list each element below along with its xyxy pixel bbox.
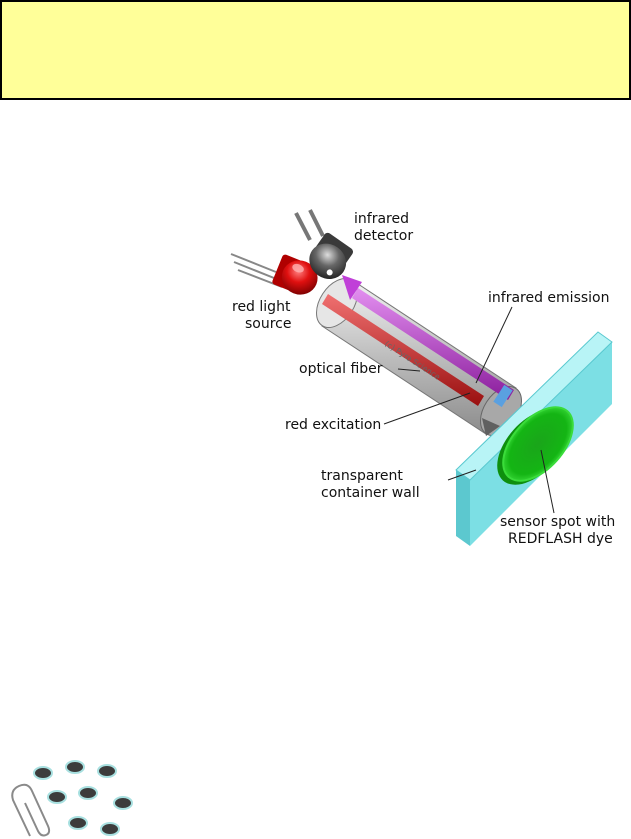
red-beam-icon — [322, 294, 500, 436]
container-wall-label-line2: container wall — [321, 485, 420, 501]
infrared-detector-label-line1: infrared — [354, 211, 409, 227]
sensor-spots-icon — [33, 760, 133, 836]
red-excitation-label: red excitation — [285, 417, 382, 433]
sensor-spot-icon — [497, 406, 574, 485]
container-wall-label-line1: transparent — [321, 468, 403, 484]
header-banner — [0, 0, 631, 100]
sensor-spot-label-line2: REDFLASH dye — [508, 531, 613, 547]
optical-fiber-label: optical fiber — [299, 361, 383, 377]
infrared-detector-icon — [294, 209, 354, 279]
sensor-spot-label-line1: sensor spot with — [500, 514, 616, 530]
leader-lines — [383, 306, 555, 514]
infrared-emission-label: infrared emission — [488, 290, 610, 306]
red-light-source-label-line1: red light — [232, 299, 291, 315]
red-led-icon — [230, 253, 318, 295]
paperclip-icon — [11, 783, 51, 837]
red-light-source-label-line2: source — [245, 316, 292, 332]
infrared-detector-label-line2: detector — [354, 228, 414, 244]
infrared-beam-icon — [342, 275, 514, 408]
